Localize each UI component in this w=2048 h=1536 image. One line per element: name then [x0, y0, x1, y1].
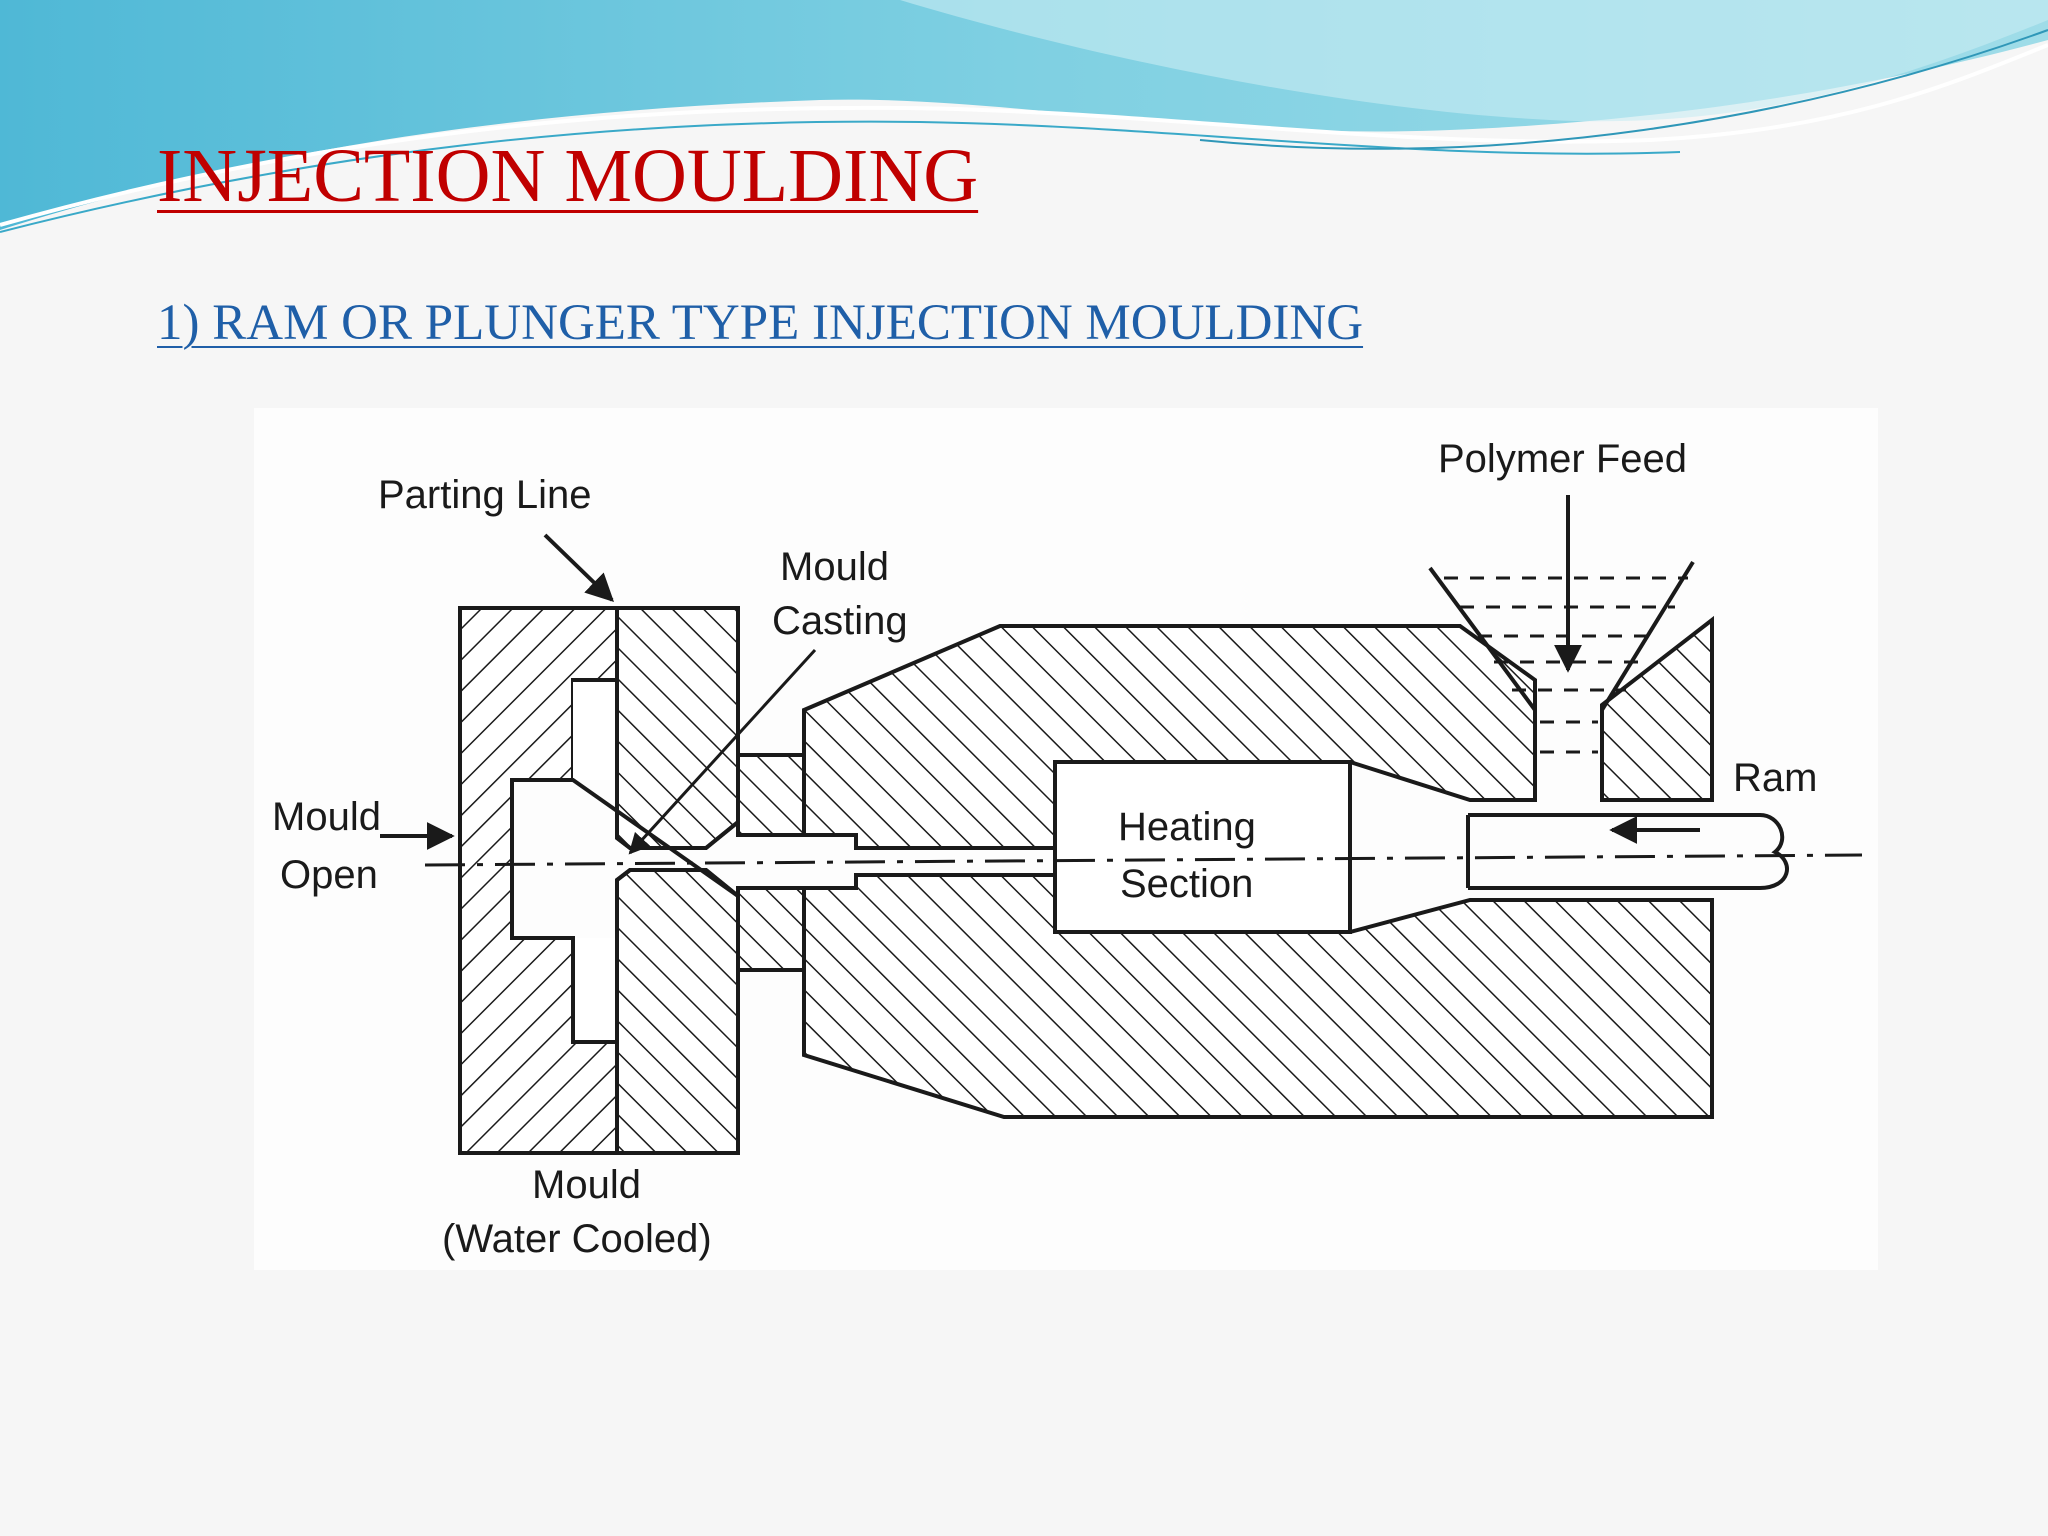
label-parting-line: Parting Line	[378, 473, 591, 517]
label-mould-open-line1: Mould	[272, 795, 381, 839]
mould-casting-arrow	[628, 648, 817, 855]
injection-moulding-diagram: Parting Line Mould Casting Polymer Feed …	[254, 408, 1878, 1270]
label-heating-section-line1: Heating	[1118, 805, 1256, 849]
header-wave-decoration	[0, 0, 2048, 233]
ram	[1466, 813, 1789, 890]
barrel-lower	[802, 873, 1714, 1119]
label-polymer-feed: Polymer Feed	[1438, 437, 1687, 481]
mould-cavity	[510, 678, 740, 1044]
label-heating-section-line2: Section	[1120, 862, 1253, 906]
centre-line	[424, 853, 1863, 867]
slide-title: INJECTION MOULDING	[157, 134, 979, 218]
hopper-left-wall	[1428, 566, 1537, 712]
slide-subtitle: 1) RAM OR PLUNGER TYPE INJECTION MOULDIN…	[157, 295, 1364, 351]
heating-section-box	[1053, 760, 1352, 934]
parting-line-arrow	[543, 533, 615, 602]
label-ram: Ram	[1733, 756, 1817, 800]
label-mould-bottom-line1: Mould	[532, 1163, 641, 1207]
label-mould-open-line2: Open	[280, 853, 378, 897]
mould-right-half	[573, 606, 740, 1155]
label-mould-casting-line2: Casting	[772, 599, 908, 643]
label-mould-bottom-line2: (Water Cooled)	[442, 1217, 712, 1261]
label-mould-casting-line1: Mould	[780, 545, 889, 589]
